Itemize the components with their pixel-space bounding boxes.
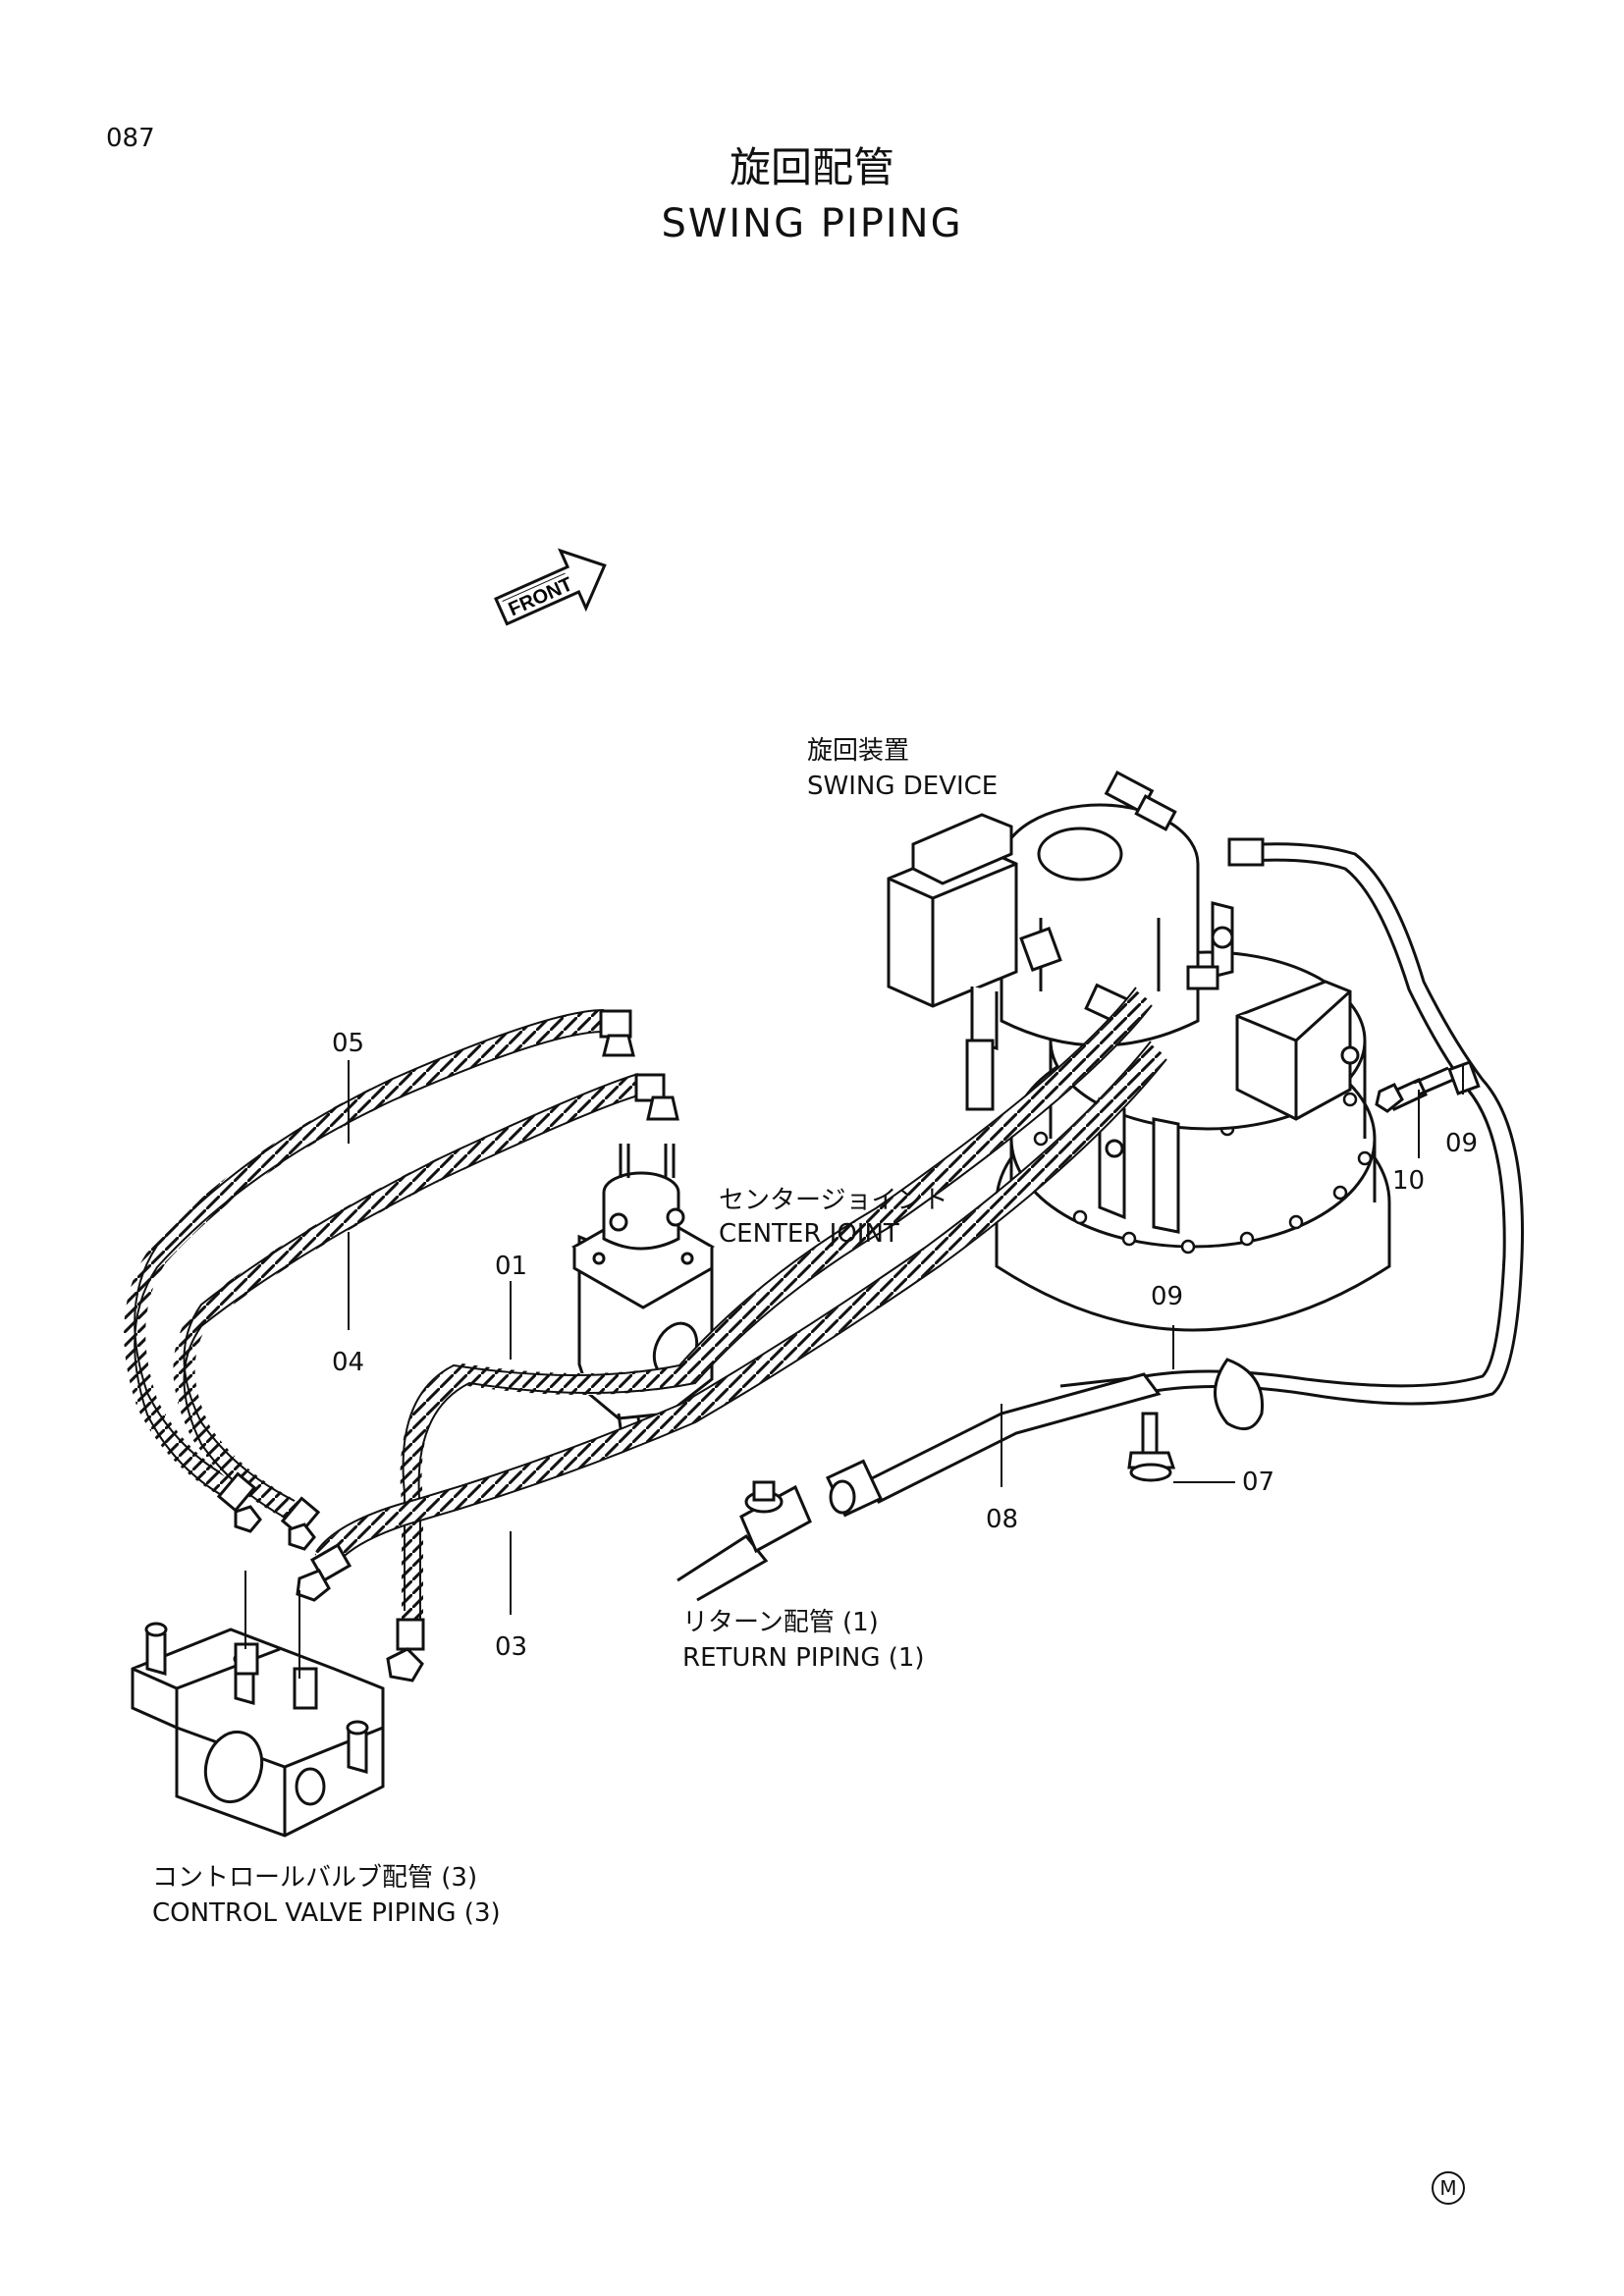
page-title-jp: 旋回配管 [729, 143, 894, 191]
m-mark: M [1432, 2171, 1465, 2205]
return-hose-right [1059, 837, 1524, 1431]
hose-fittings [216, 1009, 679, 1682]
hose-04 [173, 1073, 642, 1523]
control-valve-label-jp: コントロールバルブ配管 (3) [152, 1863, 478, 1893]
return-piping-stub [677, 1480, 812, 1602]
page-number: 087 [106, 124, 155, 153]
return-piping-label-en: RETURN PIPING (1) [682, 1643, 925, 1673]
swing-device-label-jp: 旋回装置 [807, 736, 910, 766]
part-number-09-upper: 09 [1445, 1129, 1479, 1158]
part-number-04: 04 [332, 1348, 365, 1377]
part-number-03: 03 [495, 1632, 528, 1662]
bolt-07 [1127, 1412, 1176, 1482]
return-pipe-08 [826, 1372, 1162, 1518]
part-number-10: 10 [1392, 1166, 1426, 1196]
return-piping-label-jp: リターン配管 (1) [682, 1608, 879, 1637]
bolt-10 [1375, 1066, 1454, 1113]
control-valve [131, 1622, 385, 1838]
hose-03 [314, 1041, 1167, 1571]
part-number-05: 05 [332, 1029, 365, 1058]
part-number-07: 07 [1242, 1468, 1275, 1497]
part-number-09-lower: 09 [1151, 1282, 1184, 1311]
hose-05 [124, 1009, 605, 1504]
leader-lines [244, 1060, 1464, 1679]
page-title-en: SWING PIPING [661, 201, 963, 246]
part-number-08: 08 [986, 1505, 1019, 1534]
swing-device-label-en: SWING DEVICE [807, 772, 999, 801]
part-number-01: 01 [495, 1252, 528, 1281]
center-joint-label-en: CENTER JOINT [719, 1219, 899, 1249]
center-joint-label-jp: センタージョイント [719, 1186, 948, 1215]
control-valve-label-en: CONTROL VALVE PIPING (3) [152, 1898, 501, 1928]
front-arrow: FRONT [494, 548, 607, 626]
m-mark-letter: M [1439, 2176, 1457, 2200]
